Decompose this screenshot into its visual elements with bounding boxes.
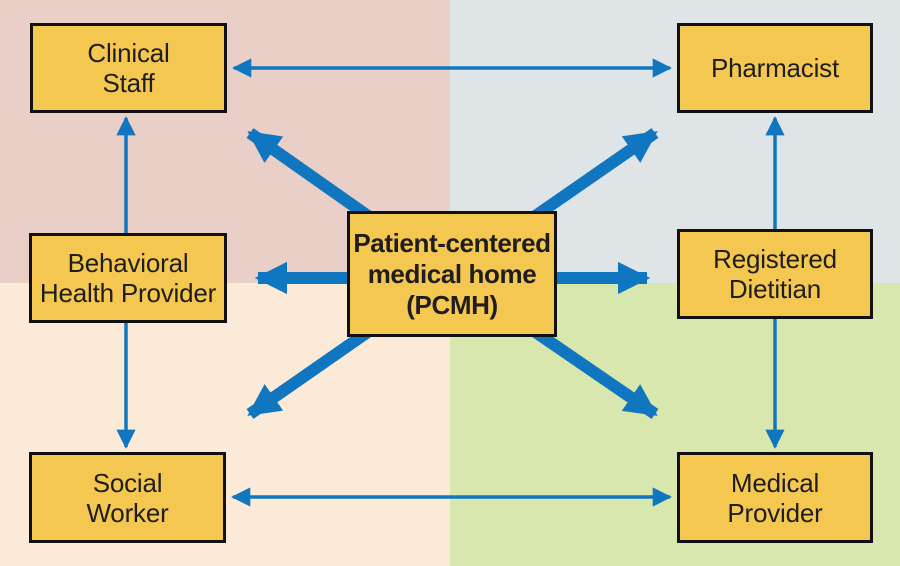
node-label-line: Social [92, 467, 163, 498]
node-medical-provider: Medical Provider [677, 452, 873, 543]
node-label-line: Behavioral [67, 248, 189, 278]
node-label-line: medical home [367, 258, 537, 289]
node-social-worker: Social Worker [29, 452, 226, 543]
node-clinical-staff: Clinical Staff [30, 23, 227, 113]
node-label-line: Provider [727, 497, 823, 528]
node-registered-dietitian: Registered Dietitian [677, 229, 873, 319]
node-label-line: Registered [713, 244, 837, 274]
node-label-line: (PCMH) [406, 289, 498, 320]
node-label-line: Dietitian [728, 274, 822, 304]
node-label-line: Worker [86, 497, 169, 528]
node-label-line: Staff [102, 68, 155, 98]
node-pcmh-hub: Patient-centered medical home (PCMH) [347, 211, 557, 337]
node-label-line: Clinical [87, 38, 170, 68]
node-label-line: Patient-centered [353, 227, 551, 258]
node-label-line: Pharmacist [710, 53, 840, 83]
node-pharmacist: Pharmacist [677, 23, 873, 113]
node-behavioral-health-provider: Behavioral Health Provider [29, 233, 227, 323]
node-label-line: Health Provider [39, 278, 217, 308]
node-label-line: Medical [730, 467, 820, 498]
